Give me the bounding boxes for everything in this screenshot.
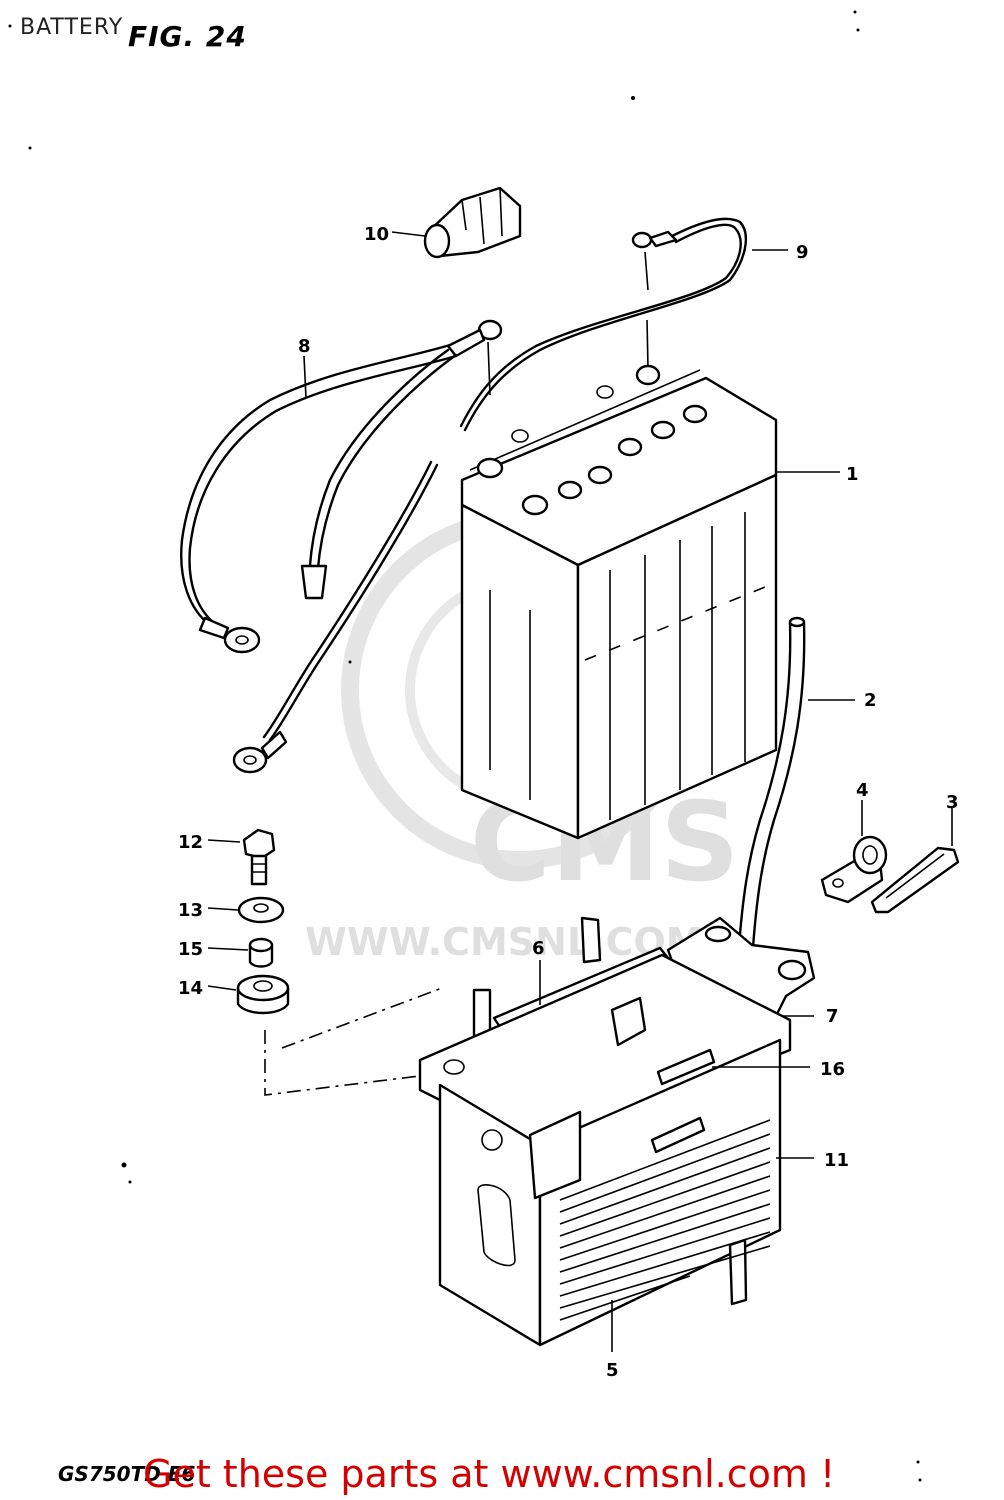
cushion-part-14[interactable]: [236, 974, 290, 1015]
callout-8: 8: [298, 336, 311, 357]
callout-3: 3: [946, 792, 959, 813]
callout-5: 5: [606, 1360, 619, 1381]
model-code: GS750TD E6: [58, 1462, 196, 1486]
figure-number: FIG. 24: [128, 20, 247, 53]
callout-12: 12: [178, 832, 203, 853]
battery-holder-part[interactable]: [418, 953, 814, 1347]
callout-10: 10: [364, 224, 389, 245]
terminal-cover-part[interactable]: [423, 186, 522, 259]
cushion-ribs-part-5[interactable]: [559, 1119, 771, 1352]
scan-specks: [8, 10, 922, 1482]
callout-1: 1: [846, 464, 859, 485]
breather-hose-part[interactable]: [736, 616, 855, 964]
callout-7: 7: [826, 1006, 839, 1027]
callout-11: 11: [824, 1150, 849, 1171]
battery-part[interactable]: [460, 364, 840, 840]
spacer-part-15[interactable]: [248, 937, 274, 968]
battery-caps: [476, 364, 708, 516]
washer-part-13[interactable]: [237, 896, 285, 924]
callout-16: 16: [820, 1059, 845, 1080]
positive-lead-part[interactable]: [232, 217, 748, 774]
page-title: BATTERY: [20, 15, 124, 40]
callout-14: 14: [178, 978, 203, 999]
get-parts-link[interactable]: Get these parts at www.cmsnl.com !: [143, 1452, 836, 1496]
callout-2: 2: [864, 690, 877, 711]
clamp-part-4[interactable]: [820, 800, 888, 904]
clamp-part-3[interactable]: [870, 808, 960, 914]
callout-6: 6: [532, 938, 545, 959]
callout-13: 13: [178, 900, 203, 921]
negative-lead-part[interactable]: [180, 319, 503, 654]
callout-9: 9: [796, 242, 809, 263]
callout-4: 4: [856, 780, 869, 801]
callout-15: 15: [178, 939, 203, 960]
bolt-part-12[interactable]: [242, 828, 276, 886]
